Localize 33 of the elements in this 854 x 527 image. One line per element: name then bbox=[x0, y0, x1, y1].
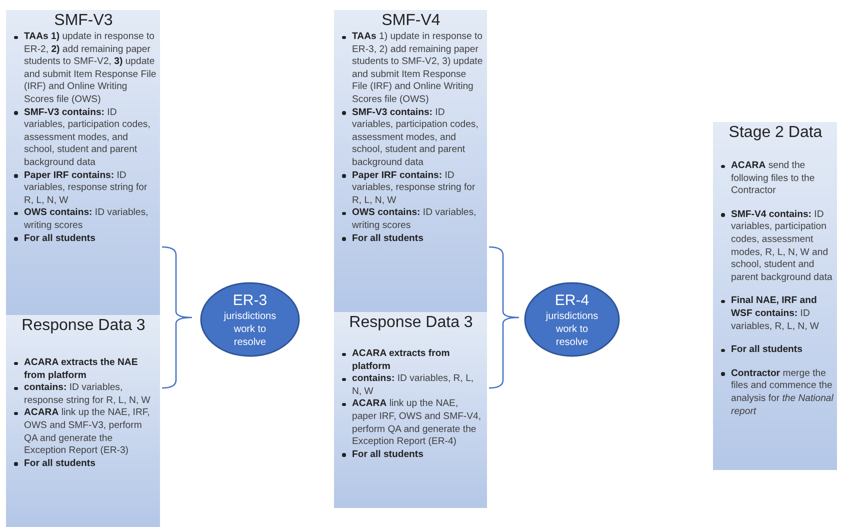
bullet-text: SMF-V3 contains: ID variables, participation codes, assessment modes, and school, student and parent background data bbox=[352, 106, 478, 168]
ellipse-title: ER-3 bbox=[232, 290, 268, 310]
panel-heading: SMF-V4 bbox=[380, 12, 442, 30]
bullet-text: For all students bbox=[24, 232, 96, 244]
process-panel bbox=[6, 10, 160, 315]
bullet-text: TAAs 1) update in response to ER-3, 2) add remaining paper students to SMF-V2, 3) update and submit Item Response File (IRF) and Online Writing Scores file (OWS) bbox=[352, 31, 483, 105]
bullet-text: ACARA link up the NAE, paper IRF, OWS and SMF-V4, perform QA and generate the Exception Report (ER-4) bbox=[352, 398, 482, 448]
ellipse-text: jurisdictions work to resolve bbox=[544, 310, 600, 348]
bullet-text: Paper IRF contains: ID variables, response string for R, L, N, W bbox=[24, 170, 148, 206]
bullet-text: For all students bbox=[352, 232, 424, 244]
bullet-text: Contractor merge the files and commence the analysis for the National report bbox=[731, 368, 834, 416]
panel-heading: SMF-V3 bbox=[53, 12, 114, 30]
bullet-text: OWS contains: ID variables, writing scores bbox=[24, 207, 148, 231]
bullet-text: SMF-V3 contains: ID variables, participation codes, assessment modes, and school, student and parent background data bbox=[24, 106, 150, 168]
bullet-text: Paper IRF contains: ID variables, response string for R, L, N, W bbox=[352, 170, 476, 206]
bullet-text: TAAs 1) update in response to ER-2, 2) add remaining paper students to SMF-V2, 3) update and submit Item Response File (IRF) and Online Writing Scores file (OWS) bbox=[24, 31, 156, 105]
process-panel bbox=[6, 315, 160, 527]
process-panel bbox=[334, 312, 487, 508]
panel-heading: Response Data 3 bbox=[348, 314, 474, 332]
process-panel bbox=[334, 10, 487, 312]
bullet-text: OWS contains: ID variables, writing scores bbox=[352, 207, 476, 231]
panel-heading: Response Data 3 bbox=[20, 317, 146, 335]
ellipse-text: jurisdictions work to resolve bbox=[222, 310, 278, 348]
bullet-text: ACARA link up the NAE, IRF, OWS and SMF-V3, perform QA and generate the Exception Report (ER-3) bbox=[24, 407, 150, 456]
ellipse-title: ER-4 bbox=[554, 290, 590, 310]
bullet-text: ACARA send the following files to the Contractor bbox=[731, 160, 815, 196]
bullet-text: For all students bbox=[24, 458, 96, 469]
bullet-text: For all students bbox=[352, 448, 424, 460]
bullet-text: SMF-V4 contains: ID variables, participation codes, assessment modes, R, L, N, W and school, student and parent background data bbox=[731, 208, 832, 283]
panel-heading: Stage 2 Data bbox=[728, 124, 824, 142]
process-panel bbox=[713, 122, 837, 470]
bullet-text: For all students bbox=[731, 344, 802, 356]
bullet-text: Final NAE, IRF and WSF contains: ID variables, R, L, N, W bbox=[731, 295, 819, 332]
